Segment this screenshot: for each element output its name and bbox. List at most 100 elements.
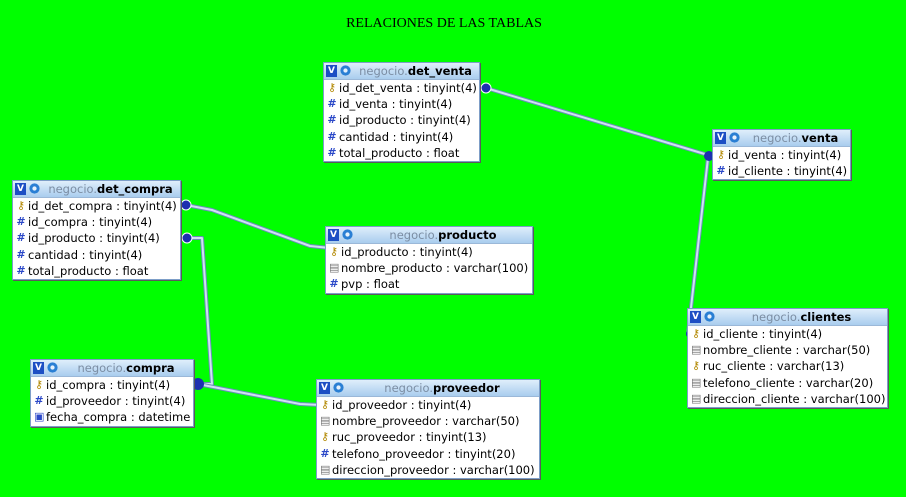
field-row[interactable]: ▤telefono_cliente : varchar(20)	[688, 375, 887, 391]
table-header[interactable]: V negocio.producto	[326, 227, 532, 244]
field-row[interactable]: ⚷id_producto : tinyint(4)	[326, 244, 532, 260]
field-row[interactable]: #id_producto : tinyint(4)	[324, 112, 479, 128]
table-header[interactable]: V negocio.compra	[31, 360, 193, 377]
field-row[interactable]: #pvp : float	[326, 276, 532, 292]
hash-icon: #	[16, 247, 26, 261]
field-row[interactable]: #cantidad : tinyint(4)	[324, 129, 479, 145]
field-row[interactable]: #telefono_proveedor : tinyint(20)	[317, 446, 539, 462]
view-badge-icon: V	[326, 65, 337, 77]
field-label: direccion_cliente : varchar(100)	[703, 391, 886, 406]
table-det-venta[interactable]: V negocio.det_venta ⚷id_det_venta : tiny…	[323, 62, 480, 162]
field-row[interactable]: ▣fecha_compra : datetime	[31, 409, 193, 425]
table-name: proveedor	[433, 381, 500, 395]
field-label: telefono_proveedor : tinyint(20)	[332, 446, 516, 461]
field-row[interactable]: #total_producto : float	[13, 263, 180, 279]
view-badge-icon: V	[690, 311, 701, 323]
field-row[interactable]: ▤nombre_producto : varchar(100)	[326, 260, 532, 276]
table-header[interactable]: V negocio.venta	[713, 130, 850, 147]
table-name: det_compra	[97, 182, 173, 196]
field-row[interactable]: ▤nombre_proveedor : varchar(50)	[317, 413, 539, 429]
field-label: fecha_compra : datetime	[46, 410, 191, 425]
field-label: direccion_proveedor : varchar(100)	[332, 462, 535, 477]
key-icon: ⚷	[716, 148, 726, 161]
connector-dot	[192, 378, 204, 390]
table-name: venta	[801, 131, 839, 145]
hash-icon: #	[16, 263, 26, 277]
hash-icon: #	[16, 231, 26, 245]
field-label: id_producto : tinyint(4)	[28, 231, 160, 246]
gear-icon	[29, 183, 40, 194]
table-proveedor[interactable]: V negocio.proveedor ⚷id_proveedor : tiny…	[316, 379, 540, 479]
field-label: id_compra : tinyint(4)	[28, 215, 153, 230]
table-producto[interactable]: V negocio.producto ⚷id_producto : tinyin…	[325, 226, 533, 294]
key-icon: ⚷	[34, 378, 44, 391]
table-det-compra[interactable]: V negocio.det_compra ⚷id_det_compra : ti…	[12, 180, 181, 280]
field-label: id_producto : tinyint(4)	[341, 245, 473, 259]
field-label: id_producto : tinyint(4)	[339, 113, 471, 128]
field-row[interactable]: ▤nombre_cliente : varchar(50)	[688, 342, 887, 358]
field-row[interactable]: ⚷id_det_venta : tinyint(4)	[324, 80, 479, 96]
doc-icon: ▤	[691, 391, 702, 405]
connector-dot	[181, 232, 193, 244]
hash-icon: #	[320, 446, 330, 460]
field-row[interactable]: #cantidad : tinyint(4)	[13, 247, 180, 263]
field-label: id_det_venta : tinyint(4)	[339, 81, 477, 95]
table-header[interactable]: V negocio.det_compra	[13, 181, 180, 198]
doc-icon: ▤	[691, 375, 702, 389]
table-clientes[interactable]: V negocio.clientes ⚷id_cliente : tinyint…	[687, 308, 888, 408]
field-label: id_det_compra : tinyint(4)	[28, 199, 177, 213]
field-row[interactable]: #id_proveedor : tinyint(4)	[31, 393, 193, 409]
gear-icon	[340, 65, 351, 76]
view-badge-icon: V	[319, 382, 330, 394]
field-row[interactable]: ⚷id_venta : tinyint(4)	[713, 147, 850, 163]
field-row[interactable]: #id_venta : tinyint(4)	[324, 96, 479, 112]
field-label: nombre_cliente : varchar(50)	[703, 343, 871, 358]
table-name: producto	[438, 228, 497, 242]
field-label: id_proveedor : tinyint(4)	[332, 398, 472, 412]
table-header[interactable]: V negocio.proveedor	[317, 380, 539, 397]
field-label: telefono_cliente : varchar(20)	[703, 375, 874, 390]
table-header[interactable]: V negocio.det_venta	[324, 63, 479, 80]
hash-icon: #	[327, 97, 337, 111]
field-row[interactable]: #id_cliente : tinyint(4)	[713, 163, 850, 179]
hash-icon: #	[327, 113, 337, 127]
doc-icon: ▤	[320, 414, 331, 428]
field-row[interactable]: ▤direccion_cliente : varchar(100)	[688, 391, 887, 407]
doc-icon: ▤	[329, 261, 340, 275]
field-row[interactable]: ⚷ruc_cliente : varchar(13)	[688, 358, 887, 374]
gear-icon	[704, 311, 715, 322]
table-header[interactable]: V negocio.clientes	[688, 309, 887, 326]
field-label: id_venta : tinyint(4)	[339, 97, 453, 112]
field-label: ruc_cliente : varchar(13)	[703, 359, 845, 374]
field-row[interactable]: #id_compra : tinyint(4)	[13, 214, 180, 230]
connector-dot	[480, 82, 492, 94]
table-compra[interactable]: V negocio.compra ⚷id_compra : tinyint(4)…	[30, 359, 194, 427]
field-row[interactable]: ⚷id_proveedor : tinyint(4)	[317, 397, 539, 413]
table-schema: negocio.	[389, 228, 439, 242]
field-row[interactable]: #id_producto : tinyint(4)	[13, 230, 180, 246]
doc-icon: ▤	[691, 343, 702, 357]
table-schema: negocio.	[359, 64, 408, 78]
field-row[interactable]: ⚷id_cliente : tinyint(4)	[688, 326, 887, 342]
table-venta[interactable]: V negocio.venta ⚷id_venta : tinyint(4) #…	[712, 129, 851, 181]
field-row[interactable]: ⚷id_compra : tinyint(4)	[31, 377, 193, 393]
field-row[interactable]: ⚷id_det_compra : tinyint(4)	[13, 198, 180, 214]
field-row[interactable]: ▤direccion_proveedor : varchar(100)	[317, 462, 539, 478]
field-label: id_venta : tinyint(4)	[728, 148, 842, 162]
key-icon: ⚷	[691, 359, 701, 373]
field-row[interactable]: #total_producto : float	[324, 145, 479, 161]
field-label: cantidad : tinyint(4)	[28, 247, 143, 262]
key-icon: ⚷	[327, 81, 337, 94]
table-schema: negocio.	[48, 182, 98, 196]
table-name: compra	[126, 361, 175, 375]
hash-icon: #	[34, 394, 44, 408]
key-icon: ⚷	[320, 430, 330, 444]
field-row[interactable]: ⚷ruc_proveedor : tinyint(13)	[317, 429, 539, 445]
field-label: nombre_producto : varchar(100)	[341, 261, 529, 276]
field-label: nombre_proveedor : varchar(50)	[332, 414, 520, 429]
view-badge-icon: V	[15, 183, 26, 195]
gear-icon	[333, 382, 344, 393]
field-label: total_producto : float	[28, 263, 149, 278]
hash-icon: #	[16, 215, 26, 229]
table-name: det_venta	[407, 64, 472, 78]
